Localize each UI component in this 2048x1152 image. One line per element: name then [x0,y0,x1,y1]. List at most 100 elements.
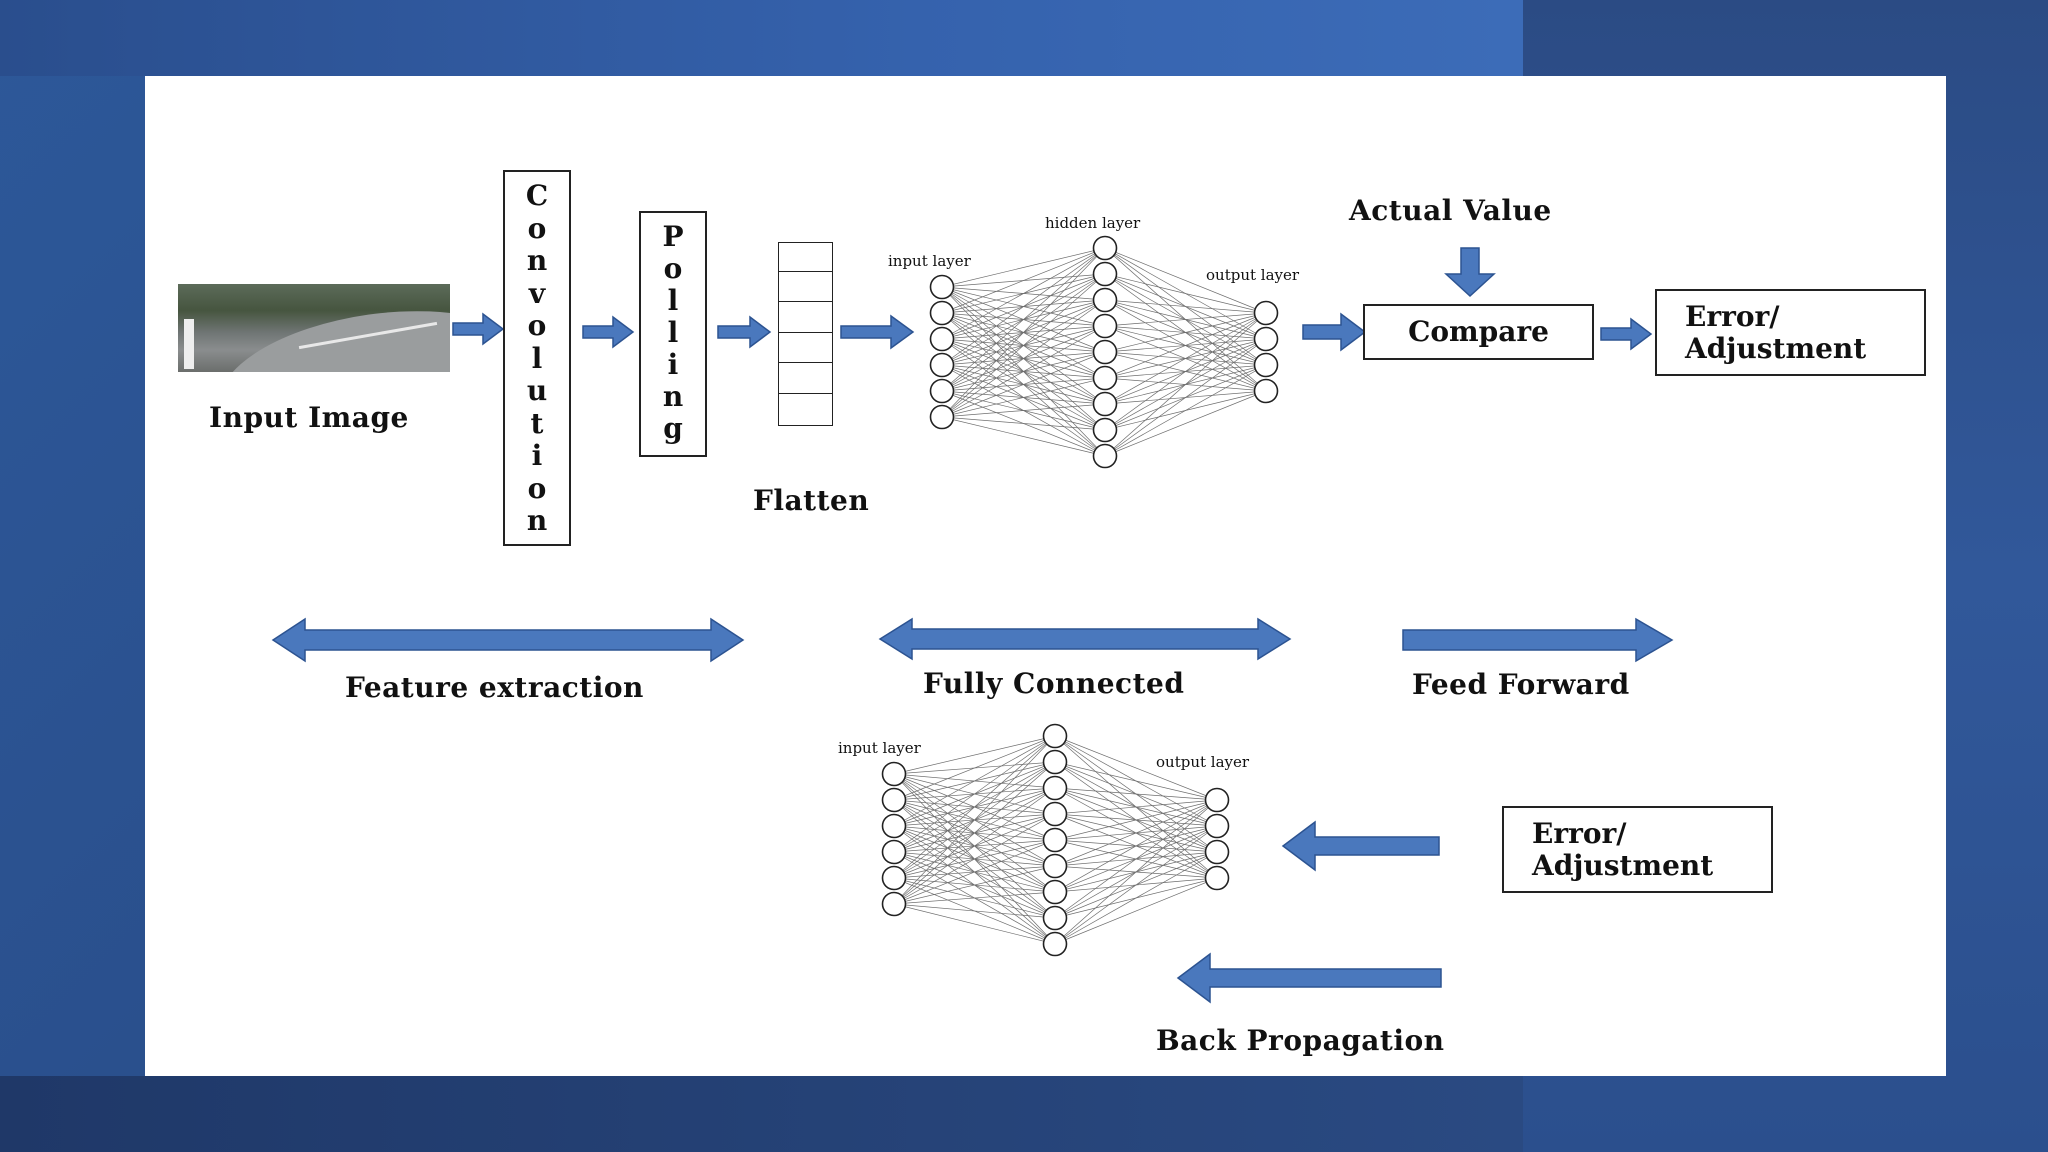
nn-bottom-edge [1054,851,1218,945]
nn-top-node [1253,300,1279,326]
nn-top-edge [1104,364,1267,457]
nn-top-edge [1104,312,1267,353]
convolution-letter: o [527,471,547,505]
pooling-letter: l [667,284,679,317]
flatten-cell-divider [779,301,832,302]
arrow-actual-to-compare [1444,247,1496,298]
nn-top-edge [941,299,1106,418]
nn-bottom-node [1204,865,1230,891]
convolution-letter: n [526,244,548,277]
nn-top-edge [941,247,1106,392]
nn-bottom-edge [1054,799,1218,893]
nn-bottom-output-layer-label: output layer [1156,753,1250,771]
nn-bottom-connections [893,735,1218,945]
nn-top-connections [941,247,1267,457]
nn-top-edge [1104,390,1267,457]
nn-top-edge [941,247,1106,418]
nn-top-node [929,404,955,430]
nn-top-edge [1104,312,1267,379]
nn-bottom-edge [893,787,1056,905]
nn-bottom-edge [1054,799,1218,841]
convolution-letter: l [531,341,543,375]
nn-bottom-node [1042,853,1068,879]
nn-top-edge [1104,312,1267,457]
nn-top-node [1092,443,1118,469]
pooling-letter: g [663,412,683,445]
nn-bottom-edge [893,735,1056,801]
nn-bottom-node [1042,723,1068,749]
error-top-line2: Adjustment [1685,332,1867,365]
background-bottom-band [0,1076,1523,1152]
flatten-cell-divider [779,332,832,333]
error-adjustment-box-top: Error/ Adjustment [1655,289,1926,376]
error-bottom-line1: Error/ [1532,817,1627,850]
nn-top-hidden-layer-label: hidden layer [1045,214,1141,232]
fully-connected-double-arrow [878,617,1292,661]
flatten-vector [778,242,833,426]
error-bottom-line2: Adjustment [1532,849,1714,882]
nn-bottom-edge [893,735,1056,827]
flatten-cell-divider [779,362,832,363]
nn-top-edge [941,273,1106,418]
nn-top-node [1253,352,1279,378]
nn-bottom-edge [893,903,1056,945]
error-adjustment-box-bottom: Error/ Adjustment [1502,806,1773,893]
nn-bottom-edge [1054,787,1218,801]
fully-connected-label: Fully Connected [923,667,1185,700]
nn-bottom-node [1204,839,1230,865]
nn-bottom-edge [893,903,1056,919]
nn-top [929,235,1279,469]
diagram-svg [271,235,1674,1004]
roadside-post [184,319,194,369]
nn-top-edge [1104,338,1267,457]
nn-bottom-edge [1054,825,1218,945]
nn-bottom-edge [1054,799,1218,867]
pooling-letter: o [663,252,683,285]
networks-group [881,235,1279,957]
nn-bottom-edge [1054,799,1218,815]
convolution-letter: n [526,504,548,537]
nn-top-node [929,352,955,378]
nn-bottom-edge [893,813,1056,905]
nn-top-edge [941,247,1106,288]
nn-bottom-edge [893,761,1056,905]
road-surface [209,292,450,372]
back-propagation-label: Back Propagation [1156,1024,1445,1057]
convolution-letter: C [525,179,549,212]
nn-top-edge [1104,273,1267,314]
nn-top-node [1092,391,1118,417]
arrow-nn-to-compare [1302,312,1367,352]
convolution-letter: o [527,211,547,245]
pooling-letter: i [667,348,679,381]
nn-top-node [1092,287,1118,313]
nn-bottom-input-layer-label: input layer [838,739,921,757]
nn-top-input-layer-label: input layer [888,252,971,270]
nn-bottom-edge [1054,799,1218,919]
nn-top-edge [941,416,1106,431]
convolution-letter: u [526,374,548,407]
nn-top-node [929,378,955,404]
flatten-label: Flatten [753,484,870,517]
input-image [178,284,450,372]
nn-bottom-node [881,787,907,813]
nn-top-edge [941,416,1106,457]
nn-top-node [1092,365,1118,391]
feature-extraction-double-arrow [271,617,745,663]
nn-bottom-edge [1054,877,1218,945]
nn-top-node [929,274,955,300]
feed-forward-label: Feed Forward [1412,668,1630,701]
nn-bottom-edge [1054,735,1218,801]
nn-bottom-node [881,865,907,891]
convolution-letter: o [527,309,547,342]
arrow-conv-to-pool [582,315,635,349]
nn-bottom-node [881,839,907,865]
nn-top-output-layer-label: output layer [1206,266,1300,284]
nn-bottom-node [1042,775,1068,801]
error-top-line1: Error/ [1685,300,1780,333]
nn-bottom-node [881,761,907,787]
nn-top-node [1092,417,1118,443]
